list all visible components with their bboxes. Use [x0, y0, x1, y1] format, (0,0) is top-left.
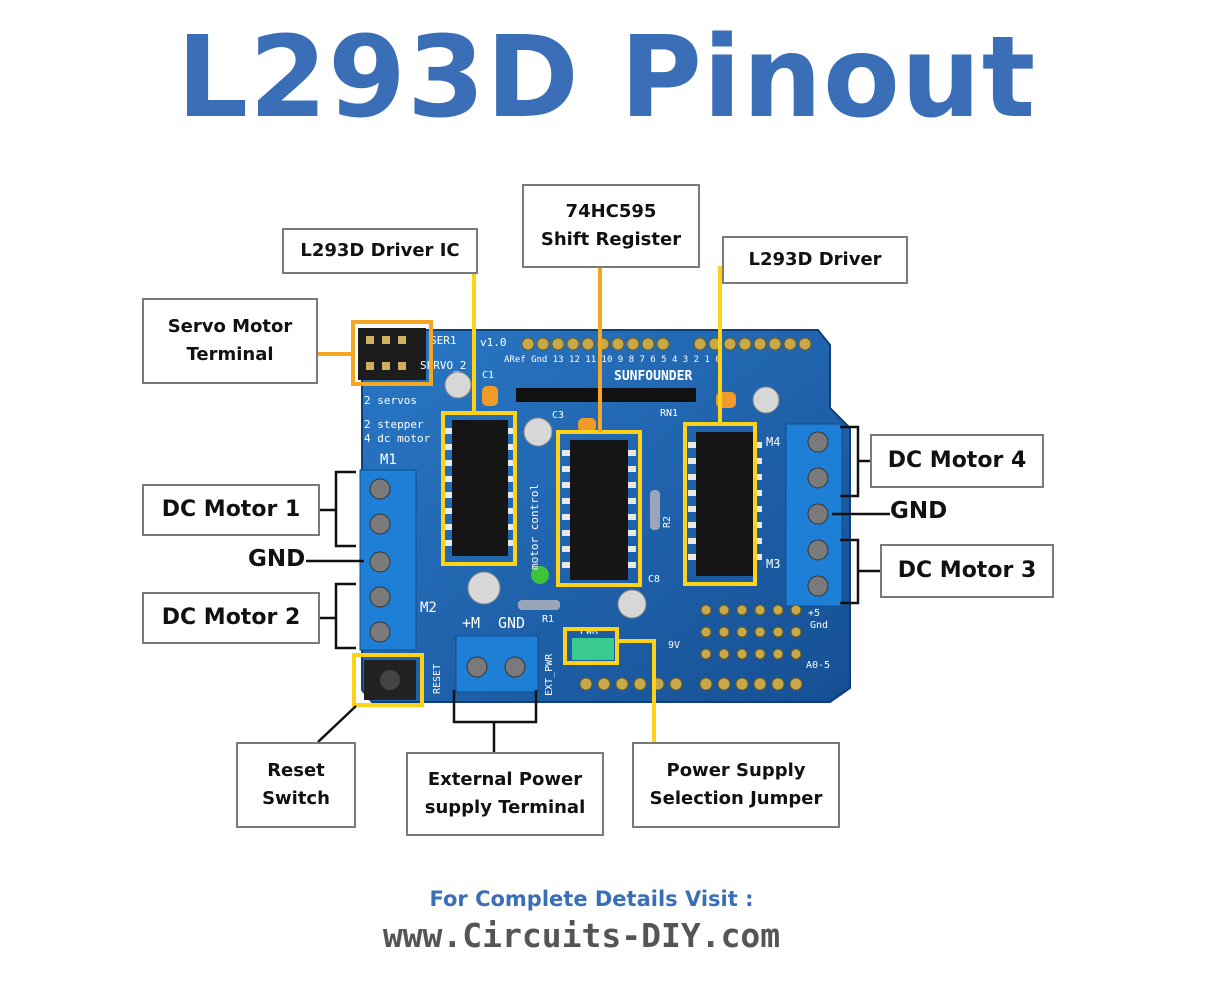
silk-c3: C3	[552, 410, 564, 421]
terminal-power	[455, 635, 539, 693]
label-l293d-driver-text: L293D Driver	[748, 249, 882, 271]
label-jumper-line2: Selection Jumper	[649, 788, 823, 809]
footer-url[interactable]: www.Circuits-DIY.com	[382, 916, 781, 955]
silk-c1: C1	[482, 370, 494, 381]
terminal-left	[359, 469, 417, 651]
silk-c8: C8	[648, 574, 660, 585]
silk-m4: M4	[766, 435, 780, 449]
label-servo-line2: Terminal	[186, 344, 274, 365]
silk-m1: M1	[380, 452, 397, 468]
jumper	[572, 638, 614, 660]
silk-a05: A0-5	[806, 660, 830, 671]
label-dc-motor-2-text: DC Motor 2	[161, 604, 301, 630]
ic-right	[688, 432, 762, 576]
silk-servo1: SER1	[430, 334, 457, 347]
label-dc-motor-4-text: DC Motor 4	[887, 447, 1027, 473]
rn1-strip	[516, 388, 696, 402]
silk-servo2: SERVO_2	[420, 359, 466, 372]
label-gnd-right: GND	[890, 498, 948, 524]
callout-lines	[318, 266, 722, 742]
silk-note2: 2 stepper	[364, 418, 424, 431]
silk-gnd: GND	[498, 614, 525, 632]
label-external-power: External Power supply Terminal	[406, 752, 604, 836]
label-ext-power-line2: supply Terminal	[424, 797, 586, 818]
label-reset-switch: Reset Switch	[236, 742, 356, 828]
label-dc-motor-1: DC Motor 1	[142, 484, 320, 536]
label-jumper-line1: Power Supply	[666, 760, 806, 782]
servo-header	[358, 328, 426, 380]
label-shift-register-line2: Shift Register	[540, 229, 682, 250]
reset-button	[364, 660, 416, 700]
silk-brand: SUNFOUNDER	[614, 369, 692, 384]
label-l293d-driver-ic-text: L293D Driver IC	[300, 240, 460, 262]
ic-middle	[562, 440, 636, 580]
silk-note3: 4 dc motor	[364, 432, 431, 445]
label-servo-terminal: Servo Motor Terminal	[142, 298, 318, 384]
silk-version: v1.0	[480, 336, 507, 349]
silk-plus-m: +M	[462, 614, 480, 632]
analog-header	[579, 604, 803, 691]
page-title: L293D Pinout	[176, 13, 1037, 143]
silk-r2: R2	[662, 516, 673, 528]
silk-reset: RESET	[432, 664, 443, 694]
silk-pwr: PWR	[580, 626, 599, 637]
label-reset-line1: Reset	[267, 760, 325, 782]
label-shift-register: 74HC595 Shift Register	[522, 184, 700, 268]
silk-m3: M3	[766, 557, 780, 571]
label-shift-register-line1: 74HC595	[565, 201, 657, 223]
ic-left	[444, 420, 516, 556]
label-power-jumper: Power Supply Selection Jumper	[632, 742, 840, 828]
silk-m2: M2	[420, 600, 437, 616]
silk-gnd-small: Gnd	[810, 620, 828, 631]
silk-plus5: +5	[808, 608, 820, 619]
silk-motor-control: motor control	[528, 484, 541, 570]
label-reset-line2: Switch	[262, 788, 330, 809]
label-ext-power-line1: External Power	[427, 769, 583, 791]
silk-9v: 9V	[668, 640, 680, 651]
bracket-lines	[306, 425, 890, 752]
label-dc-motor-1-text: DC Motor 1	[161, 496, 301, 522]
label-l293d-driver-ic: L293D Driver IC	[282, 228, 478, 274]
label-dc-motor-3: DC Motor 3	[880, 544, 1054, 598]
capacitors	[444, 371, 780, 619]
terminal-right	[785, 423, 843, 607]
label-l293d-driver: L293D Driver	[722, 236, 908, 284]
footer-caption: For Complete Details Visit :	[429, 887, 754, 911]
label-dc-motor-4: DC Motor 4	[870, 434, 1044, 488]
label-servo-line1: Servo Motor	[167, 316, 293, 338]
silk-note1: 2 servos	[364, 394, 417, 407]
silk-r1: R1	[542, 614, 554, 625]
silk-aref: ARef Gnd 13 12 11 10 9 8 7 6 5 4 3 2 1 0	[504, 355, 721, 365]
silk-ext-pwr: EXT_PWR	[544, 653, 555, 696]
label-gnd-left: GND	[248, 546, 306, 572]
silk-rn1: RN1	[660, 408, 678, 419]
label-dc-motor-2: DC Motor 2	[142, 592, 320, 644]
label-dc-motor-3-text: DC Motor 3	[897, 557, 1037, 583]
